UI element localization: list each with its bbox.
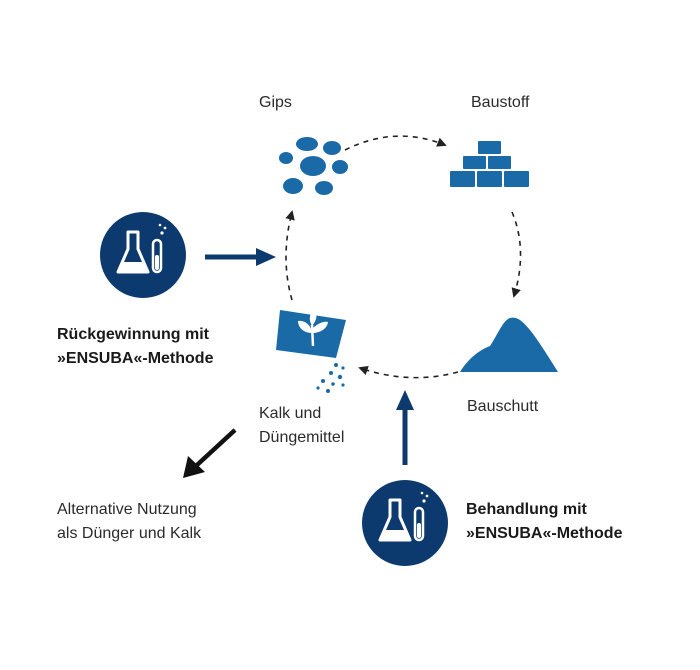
laboratory-icon-recovery: [100, 212, 186, 298]
fertilizer-granules-icon: [316, 363, 345, 393]
arrow-kalk-to-alternative: [183, 428, 237, 478]
label-behandlung: Behandlung mit »ENSUBA«-Methode: [466, 498, 622, 546]
label-rueck-line1: Rückgewinnung mit: [57, 326, 209, 343]
label-baustoff: Baustoff: [471, 94, 530, 111]
dashed-arrow-kalk-to-gips: [285, 210, 295, 301]
label-rueck-line2: »ENSUBA«-Methode: [57, 350, 214, 367]
rubble-pile-icon: [460, 317, 558, 372]
label-alternative-nutzung: Alternative Nutzung als Dünger und Kalk: [57, 498, 201, 546]
label-alt-line1: Alternative Nutzung: [57, 501, 197, 518]
label-kalk-line1: Kalk und: [259, 405, 322, 422]
label-rueckgewinnung: Rückgewinnung mit »ENSUBA«-Methode: [57, 323, 213, 371]
label-kalk-line2: Düngemittel: [259, 429, 345, 446]
label-gips: Gips: [259, 94, 292, 111]
label-behand-line1: Behandlung mit: [466, 501, 587, 518]
dashed-arrow-bauschutt-to-kalk: [358, 365, 459, 379]
gypsum-pellets-icon: [279, 137, 348, 195]
label-alt-line2: als Dünger und Kalk: [57, 525, 202, 542]
dashed-arrow-baustoff-to-bauschutt: [511, 211, 522, 298]
laboratory-icon-treatment: [362, 480, 448, 566]
fertilizer-bag-icon: [276, 310, 346, 358]
arrow-treatment-up: [396, 390, 414, 465]
brick-stack-icon: [450, 141, 529, 187]
dashed-arrow-gips-to-baustoff: [344, 135, 447, 151]
label-bauschutt: Bauschutt: [467, 398, 539, 415]
arrow-recovery-to-gips: [205, 248, 276, 266]
label-kalk-duengemittel: Kalk und Düngemittel: [259, 402, 344, 450]
label-behand-line2: »ENSUBA«-Methode: [466, 525, 623, 542]
